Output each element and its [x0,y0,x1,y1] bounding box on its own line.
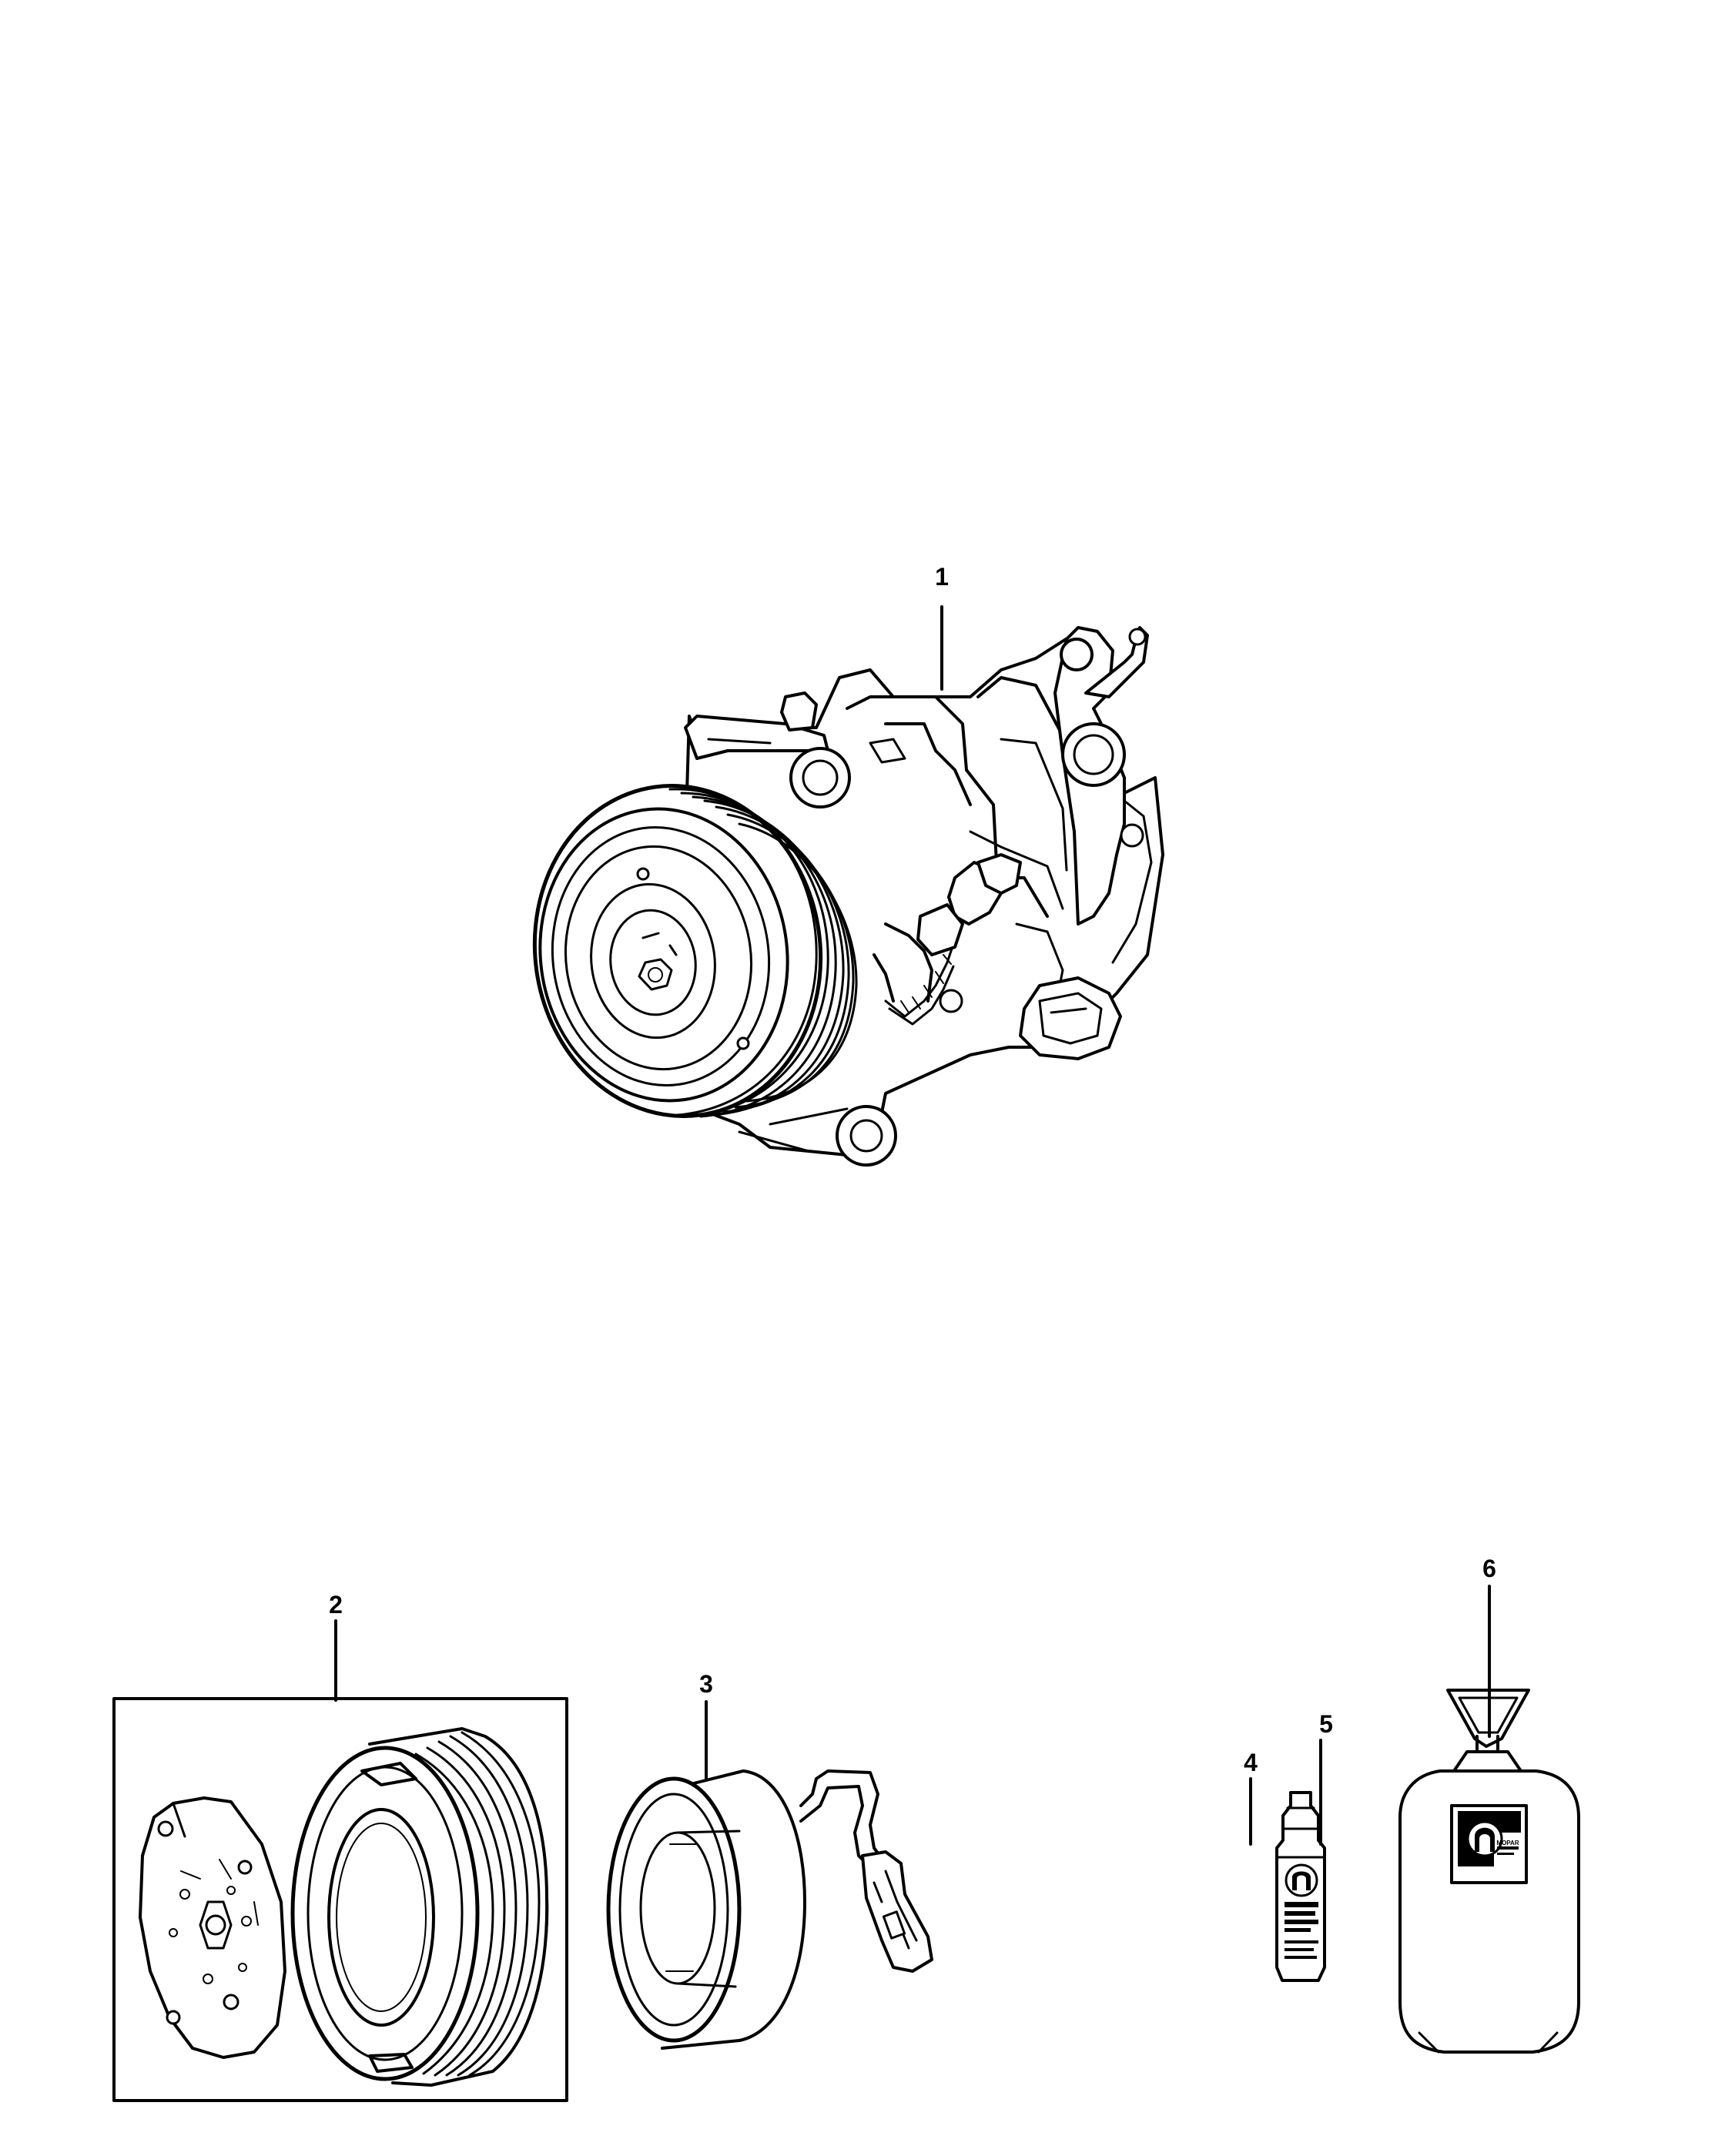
callout-4: 4 [1244,1749,1258,1776]
leader-lines [334,605,1491,1846]
callout-labels: 1 2 3 4 5 6 [329,563,1496,1776]
tank-brand-text: MOPAR [1496,1840,1519,1846]
callout-3: 3 [699,1670,713,1698]
callout-2: 2 [329,1591,343,1619]
clutch-kit-illustration [112,1697,568,2102]
callout-1: 1 [935,563,949,591]
clutch-coil-illustration [606,1769,933,2050]
callout-6: 6 [1482,1555,1496,1582]
refrigerant-tank-illustration: MOPAR [1398,1689,1580,2054]
oil-bottle-illustration [1275,1791,1326,1982]
clutch-kit-frame [112,1697,568,2102]
callout-5: 5 [1319,1710,1333,1738]
compressor-illustration [532,626,1164,1167]
